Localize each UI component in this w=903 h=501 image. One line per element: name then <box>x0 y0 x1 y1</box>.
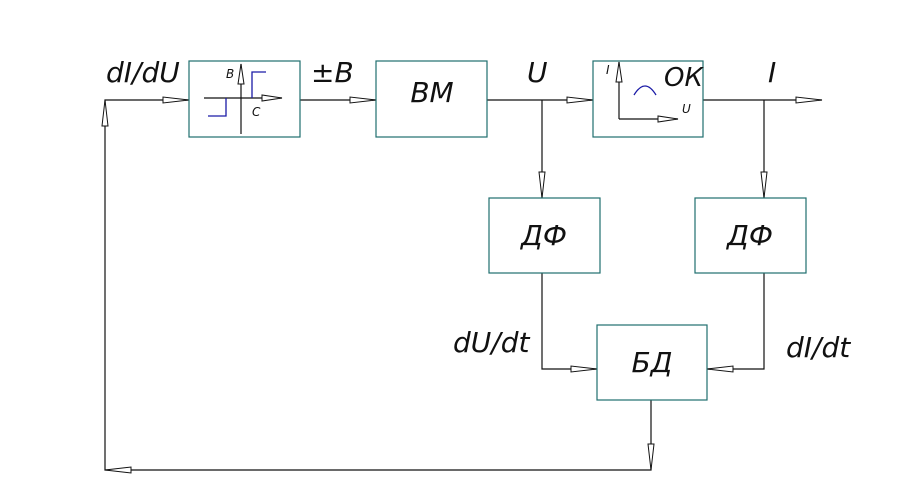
bd-block: БД <box>596 324 708 401</box>
bd-box <box>596 324 708 401</box>
df-right-block: ДФ <box>694 197 807 274</box>
ok-axis-y-label: I <box>606 63 610 77</box>
df-right-to-bd-line <box>707 273 765 370</box>
ok-axis-x-label: U <box>682 102 691 116</box>
df-left-block: ДФ <box>488 197 601 274</box>
relay-hysteresis-curve <box>208 71 266 117</box>
df-right-box <box>694 197 807 274</box>
df-left-to-bd-line <box>541 273 597 370</box>
signal-labels: dI/dU ±B U I dU/dt dI/dt <box>106 56 851 364</box>
arrow-into-vm <box>349 96 377 104</box>
ok-box <box>592 60 704 138</box>
arrow-output <box>795 96 823 104</box>
arrow-into-bd-right <box>706 365 734 373</box>
ok-axis-x-arrow <box>657 115 679 123</box>
relay-axis-y-arrow <box>237 63 245 85</box>
ok-axis-y-arrow <box>615 61 623 83</box>
df-left-label: ДФ <box>519 219 567 252</box>
vm-block: ВМ <box>375 60 488 138</box>
arrow-bd-down <box>647 443 655 471</box>
relay-block: B C <box>188 60 301 138</box>
arrow-feedback-left <box>104 466 132 474</box>
connections <box>104 99 822 471</box>
ok-title: ОК <box>664 63 704 93</box>
bd-label: БД <box>631 346 672 379</box>
relay-axis-y-label: B <box>226 67 234 81</box>
df-left-box <box>488 197 601 274</box>
ok-block: I U ОК <box>592 60 704 138</box>
relay-output-label: ±B <box>311 56 354 89</box>
arrow-into-df-left <box>538 171 546 199</box>
vm-box <box>375 60 488 138</box>
vm-label: ВМ <box>410 76 453 109</box>
relay-box <box>188 60 301 138</box>
arrow-into-df-right <box>760 171 768 199</box>
input-signal-label: dI/dU <box>106 56 180 89</box>
arrow-into-bd-left <box>570 365 598 373</box>
di-dt-label: dI/dt <box>786 331 851 364</box>
df-right-label: ДФ <box>725 219 773 252</box>
du-dt-label: dU/dt <box>453 326 530 359</box>
feedback-line <box>104 99 652 471</box>
vm-output-label: U <box>527 56 548 89</box>
arrow-feedback-up <box>101 99 109 127</box>
arrow-into-ok <box>566 96 594 104</box>
relay-axis-x-arrow <box>261 94 283 102</box>
relay-axis-x-label: C <box>252 105 261 119</box>
arrowheads <box>101 96 823 474</box>
arrow-into-relay <box>162 96 190 104</box>
output-signal-label: I <box>768 56 776 89</box>
ok-characteristic-curve <box>633 85 657 96</box>
